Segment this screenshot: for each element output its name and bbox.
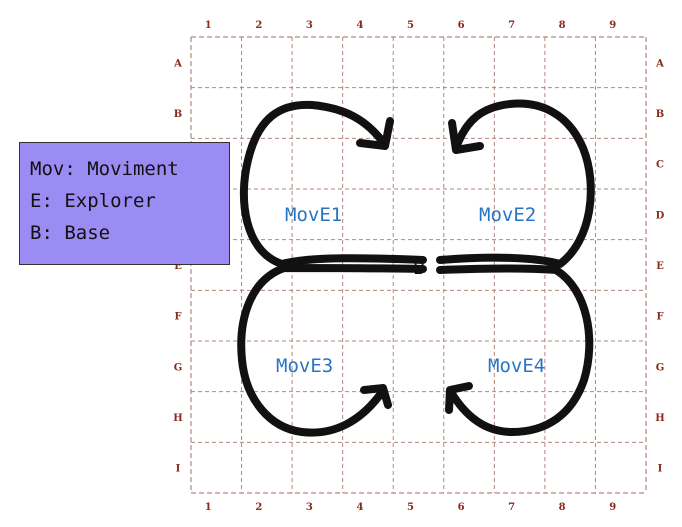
row-label-left: H bbox=[173, 413, 182, 424]
column-labels-top: 1 2 3 4 5 6 7 8 9 bbox=[205, 20, 616, 31]
zone-label-move4: MovE4 bbox=[488, 355, 545, 377]
row-label-left: G bbox=[174, 362, 183, 373]
column-label-bottom: 2 bbox=[255, 502, 262, 513]
column-labels-bottom: 1 2 3 4 5 6 7 8 9 bbox=[205, 502, 616, 513]
movement-loop-2 bbox=[436, 99, 595, 268]
column-label-bottom: 8 bbox=[559, 502, 566, 513]
legend-line-base: B: Base bbox=[30, 222, 111, 244]
column-label-top: 7 bbox=[508, 20, 515, 31]
movement-loop-3 bbox=[237, 264, 427, 437]
row-label-right: E bbox=[656, 261, 664, 272]
row-label-right: B bbox=[656, 109, 664, 120]
row-label-right: H bbox=[655, 413, 664, 424]
row-label-right: D bbox=[656, 210, 665, 221]
legend-box: Mov: Moviment E: Explorer B: Base bbox=[19, 142, 230, 265]
row-label-left: F bbox=[174, 312, 181, 323]
row-label-right: G bbox=[656, 362, 665, 373]
zone-label-move3: MovE3 bbox=[276, 355, 333, 377]
column-label-top: 9 bbox=[609, 20, 616, 31]
column-label-top: 5 bbox=[407, 20, 414, 31]
row-label-right: A bbox=[655, 58, 664, 69]
zone-label-move2: MovE2 bbox=[479, 204, 536, 226]
row-label-left: I bbox=[176, 464, 181, 475]
column-label-top: 6 bbox=[458, 20, 465, 31]
column-label-top: 2 bbox=[255, 20, 262, 31]
base-label: B bbox=[413, 258, 425, 279]
column-label-bottom: 5 bbox=[407, 502, 414, 513]
column-label-bottom: 9 bbox=[609, 502, 616, 513]
column-label-bottom: 7 bbox=[508, 502, 515, 513]
column-label-bottom: 4 bbox=[356, 502, 363, 513]
legend-line-moviment: Mov: Moviment bbox=[30, 158, 179, 180]
column-label-top: 1 bbox=[205, 20, 212, 31]
movement-loop-1 bbox=[239, 100, 427, 268]
column-label-top: 3 bbox=[306, 20, 313, 31]
zone-label-move1: MovE1 bbox=[285, 204, 342, 226]
legend-line-explorer: E: Explorer bbox=[30, 190, 156, 212]
column-label-bottom: 6 bbox=[458, 502, 465, 513]
column-label-bottom: 1 bbox=[205, 502, 212, 513]
row-label-left: B bbox=[174, 109, 182, 120]
row-label-right: F bbox=[656, 312, 663, 323]
column-label-top: 4 bbox=[356, 20, 363, 31]
row-label-left: E bbox=[174, 261, 182, 272]
movement-loop-4 bbox=[436, 264, 594, 436]
column-label-top: 8 bbox=[559, 20, 566, 31]
row-label-left: A bbox=[173, 58, 182, 69]
row-labels-right: A B C D E F G H I bbox=[655, 58, 665, 474]
column-label-bottom: 3 bbox=[306, 502, 313, 513]
row-label-right: I bbox=[658, 464, 663, 475]
row-label-right: C bbox=[656, 160, 664, 171]
